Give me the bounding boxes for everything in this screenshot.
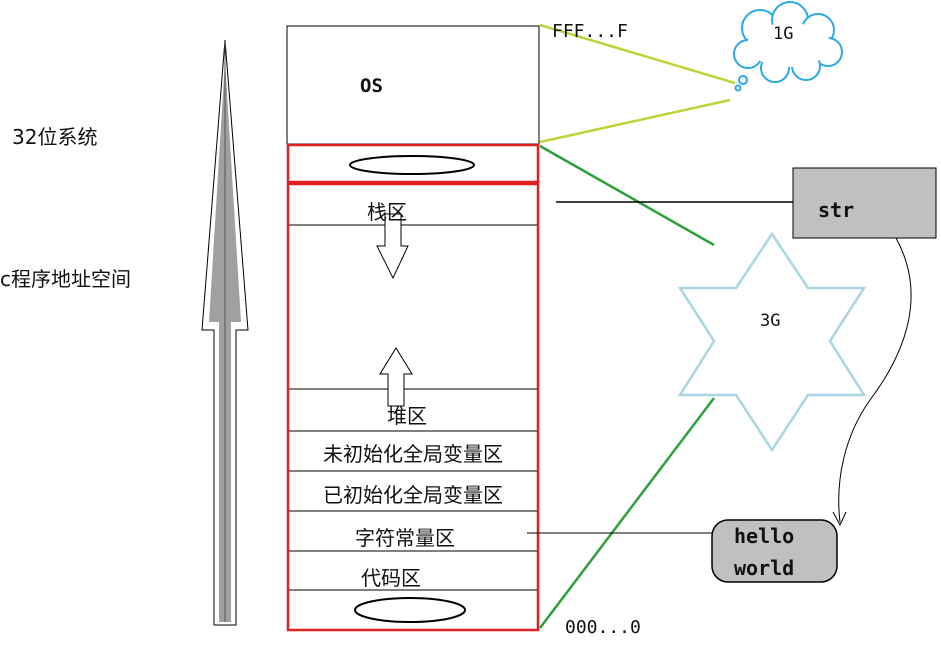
system-label: 32位系统 bbox=[12, 125, 98, 149]
curve-arrowhead-icon bbox=[832, 511, 847, 527]
user-space-region bbox=[286, 182, 540, 632]
address-space-label: c程序地址空间 bbox=[0, 267, 131, 291]
top-address-label: FFF...F bbox=[552, 21, 628, 42]
string-line2: world bbox=[734, 556, 795, 580]
os-label: OS bbox=[360, 75, 383, 97]
user-bottom-line bbox=[539, 397, 715, 629]
address-growth-arrow bbox=[201, 39, 249, 626]
string-literal-box bbox=[711, 519, 838, 583]
os-region bbox=[286, 25, 540, 145]
ellipse-icon-top bbox=[349, 155, 475, 175]
user-top-line bbox=[539, 144, 715, 247]
ellipse-icon-bottom bbox=[354, 597, 466, 623]
segment-dividers bbox=[289, 224, 537, 591]
str-to-string-curve bbox=[838, 237, 912, 523]
string-line1: hello bbox=[734, 524, 795, 548]
kernel-top-line bbox=[539, 23, 736, 85]
star-icon bbox=[677, 231, 867, 453]
gap-region-top bbox=[286, 143, 540, 184]
user-size-label: 3G bbox=[760, 311, 781, 331]
heap-label: 堆区 bbox=[387, 404, 427, 428]
heap-up-arrow-icon bbox=[379, 347, 413, 407]
pointer-label: str bbox=[818, 198, 855, 222]
data-label: 已初始化全局变量区 bbox=[323, 483, 503, 507]
text-label: 代码区 bbox=[361, 566, 421, 590]
stack-down-arrow-icon bbox=[376, 213, 409, 280]
rodata-label: 字符常量区 bbox=[355, 526, 455, 550]
kernel-size-label: 1G bbox=[773, 24, 794, 44]
kernel-bottom-line bbox=[539, 98, 731, 144]
cloud-icon bbox=[733, 1, 843, 92]
bottom-address-label: 000...0 bbox=[565, 617, 641, 638]
bss-label: 未初始化全局变量区 bbox=[323, 442, 503, 466]
str-box bbox=[792, 167, 937, 239]
stack-label: 栈区 bbox=[367, 200, 407, 224]
